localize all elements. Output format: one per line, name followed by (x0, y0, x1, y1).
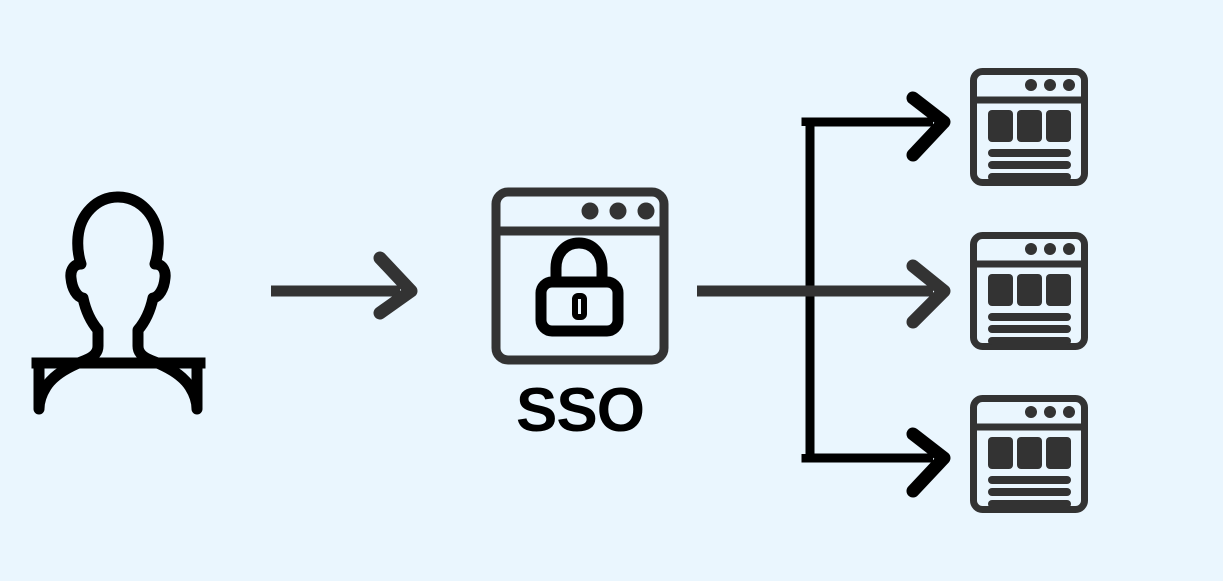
window-dot-3-icon (1063, 79, 1075, 91)
app-window-frame (970, 395, 1088, 513)
window-dot-1-icon (1025, 406, 1037, 418)
window-dot-1-icon (1025, 243, 1037, 255)
user-silhouette-icon (31, 191, 206, 415)
content-line-1 (988, 313, 1071, 321)
window-dot-3-icon (1063, 406, 1075, 418)
content-block-2 (1017, 110, 1042, 142)
browser-window-icon[interactable] (970, 395, 1088, 513)
content-line-2 (988, 325, 1071, 333)
lock-keyhole-icon (572, 293, 587, 320)
content-block-1 (988, 437, 1013, 469)
content-block-1 (988, 274, 1013, 306)
app-window-frame (970, 68, 1088, 186)
content-line-1 (988, 476, 1071, 484)
window-dot-3-icon (1063, 243, 1075, 255)
window-dot-1-icon (581, 202, 599, 220)
connector-sso-to-app-2 (697, 259, 951, 329)
content-block-1 (988, 110, 1013, 142)
lock-shackle-icon (550, 237, 608, 283)
window-dot-1-icon (1025, 79, 1037, 91)
app-window-frame (970, 232, 1088, 350)
content-line-3 (988, 500, 1071, 508)
content-line-2 (988, 161, 1071, 169)
content-block-2 (1017, 274, 1042, 306)
connector-trunk-to-app-1 (801, 91, 951, 162)
window-dot-2-icon (1044, 243, 1056, 255)
window-dot-3-icon (637, 202, 655, 220)
window-dot-2-icon (1044, 79, 1056, 91)
window-dot-2-icon (1044, 406, 1056, 418)
sso-label: SSO (516, 376, 645, 445)
connector-user-to-sso (271, 251, 418, 320)
content-block-3 (1046, 110, 1071, 142)
content-block-3 (1046, 274, 1071, 306)
content-line-3 (988, 173, 1071, 181)
lock-body-icon (535, 276, 624, 337)
content-line-1 (988, 149, 1071, 157)
window-dot-2-icon (609, 202, 627, 220)
browser-window-icon[interactable] (970, 232, 1088, 350)
browser-window-lock-icon[interactable] (491, 187, 669, 365)
content-line-2 (988, 488, 1071, 496)
connector-trunk-to-app-3 (801, 427, 951, 498)
content-block-3 (1046, 437, 1071, 469)
browser-window-icon[interactable] (970, 68, 1088, 186)
sso-window-frame (491, 187, 669, 365)
content-line-3 (988, 337, 1071, 345)
content-block-2 (1017, 437, 1042, 469)
